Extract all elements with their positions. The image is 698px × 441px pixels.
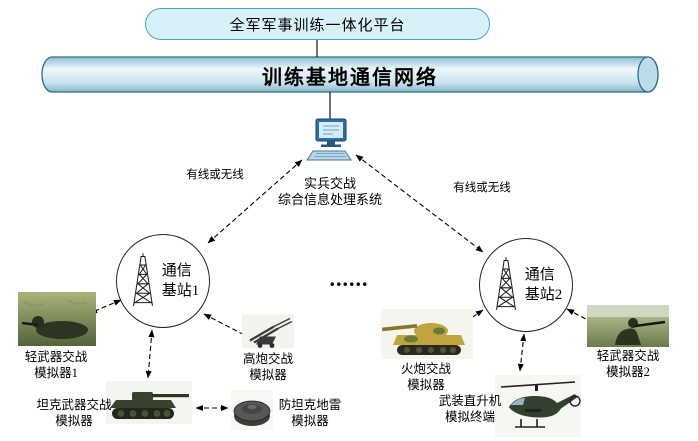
network-cylinder <box>41 56 659 93</box>
soldier-photo-2 <box>587 305 669 347</box>
label-artillery: 火炮交战 模拟器 <box>400 362 451 393</box>
base-station-2: 通信 基站2 <box>479 238 573 332</box>
platform-label: 全军军事训练一体化平台 <box>229 17 406 34</box>
solid-connectors <box>316 40 331 120</box>
network-label: 训练基地通信网络 <box>262 67 438 89</box>
processing-system-line1: 实兵交战 <box>303 176 356 191</box>
helicopter-photo <box>495 375 581 437</box>
link-label-right: 有线或无线 <box>453 182 511 194</box>
tank-photo <box>106 381 192 424</box>
base-station-2-label: 通信 基站2 <box>524 266 563 303</box>
label-anti-tank-mine: 防坦克地雷 模拟器 <box>278 398 342 429</box>
base-station-1: 通信 基站1 <box>116 234 210 328</box>
label-aa-gun: 高炮交战 模拟器 <box>242 352 293 383</box>
artillery-photo <box>381 309 473 359</box>
label-helicopter: 武装直升机 模拟终端 <box>438 394 502 425</box>
processing-system-label: 实兵交战 综合信息处理系统 <box>255 176 405 209</box>
label-light-weapons-1: 轻武器交战 模拟器1 <box>24 350 88 381</box>
processing-system-line2: 综合信息处理系统 <box>277 192 382 208</box>
aa-gun-photo <box>242 314 294 349</box>
soldier-photo-1 <box>18 292 96 346</box>
antenna-tower-icon <box>495 257 516 310</box>
mine-photo <box>231 390 273 430</box>
label-tank-weapons: 坦克武器交战 模拟器 <box>36 398 112 429</box>
ellipsis-dots: ...... <box>329 266 369 291</box>
platform-box: 全军军事训练一体化平台 <box>145 8 490 40</box>
label-light-weapons-2: 轻武器交战 模拟器2 <box>596 349 660 380</box>
base-station-1-label: 通信 基站1 <box>161 262 200 299</box>
link-label-left: 有线或无线 <box>186 169 244 181</box>
computer-icon <box>306 118 354 166</box>
antenna-tower-icon <box>132 253 153 306</box>
